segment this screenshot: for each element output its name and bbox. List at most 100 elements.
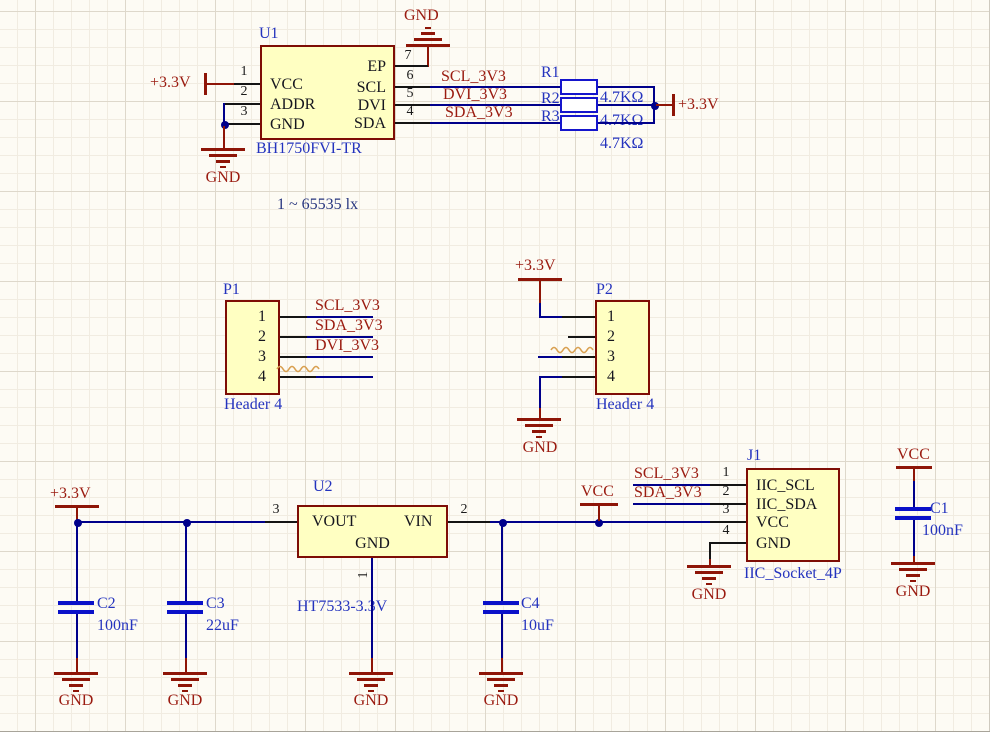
- c4-plate[interactable]: [483, 610, 519, 614]
- pin-stub[interactable]: [395, 122, 430, 124]
- power-port-vcc-bar[interactable]: [896, 466, 932, 469]
- p1-body[interactable]: [225, 300, 280, 395]
- wire[interactable]: [427, 47, 429, 67]
- pin-stub[interactable]: [280, 356, 307, 358]
- pin-stub[interactable]: [568, 336, 595, 338]
- pin-stub[interactable]: [448, 521, 490, 523]
- net-label-scl[interactable]: SCL_3V3: [634, 465, 699, 482]
- wire[interactable]: [633, 503, 710, 505]
- c1-plate[interactable]: [895, 507, 931, 511]
- wire[interactable]: [371, 658, 373, 672]
- wire[interactable]: [307, 356, 373, 358]
- c2-value[interactable]: 100nF: [97, 617, 138, 634]
- gnd-net-label[interactable]: GND: [353, 692, 389, 709]
- gnd-net-label[interactable]: GND: [205, 169, 241, 186]
- c1-designator[interactable]: C1: [930, 500, 949, 517]
- c4-value[interactable]: 10uF: [521, 617, 554, 634]
- wire[interactable]: [316, 376, 373, 378]
- r2-value[interactable]: 4.7KΩ: [600, 112, 644, 129]
- pin-stub[interactable]: [710, 484, 746, 486]
- net-label-scl[interactable]: SCL_3V3: [315, 297, 380, 314]
- wire[interactable]: [185, 614, 187, 658]
- c3-designator[interactable]: C3: [206, 595, 225, 612]
- pin-stub[interactable]: [709, 542, 711, 559]
- gnd-net-label[interactable]: GND: [895, 583, 931, 600]
- wire[interactable]: [539, 303, 541, 318]
- power-port-vcc-label[interactable]: VCC: [897, 446, 930, 463]
- c4-plate[interactable]: [483, 601, 519, 605]
- pin-stub[interactable]: [224, 103, 260, 105]
- wire[interactable]: [501, 614, 503, 658]
- u1-body[interactable]: [260, 45, 395, 140]
- pin-stub[interactable]: [280, 376, 316, 378]
- c2-plate[interactable]: [58, 601, 94, 605]
- r1-body[interactable]: [560, 79, 598, 95]
- gnd-net-label[interactable]: GND: [483, 692, 519, 709]
- r3-designator[interactable]: R3: [541, 108, 560, 125]
- gnd-symbol[interactable]: [163, 672, 207, 692]
- power-port-3v3-label[interactable]: +3.3V: [515, 257, 556, 274]
- wire[interactable]: [633, 484, 710, 486]
- wire[interactable]: [307, 316, 373, 318]
- gnd-net-label[interactable]: GND: [58, 692, 94, 709]
- pin-stub[interactable]: [280, 336, 307, 338]
- wire[interactable]: [501, 522, 503, 601]
- gnd-symbol[interactable]: [406, 27, 450, 47]
- p1-designator[interactable]: P1: [223, 281, 240, 298]
- pin-stub[interactable]: [710, 521, 746, 523]
- p2-body[interactable]: [595, 300, 650, 395]
- gnd-symbol[interactable]: [687, 565, 731, 585]
- pin-stub[interactable]: [710, 503, 746, 505]
- gnd-symbol[interactable]: [54, 672, 98, 692]
- c2-plate[interactable]: [58, 610, 94, 614]
- pin-stub[interactable]: [562, 316, 595, 318]
- net-label-sda[interactable]: SDA_3V3: [634, 484, 702, 501]
- c3-plate[interactable]: [167, 601, 203, 605]
- r1-designator[interactable]: R1: [541, 64, 560, 81]
- p2-value[interactable]: Header 4: [596, 396, 655, 413]
- wire[interactable]: [913, 556, 915, 562]
- wire[interactable]: [207, 83, 235, 85]
- power-port-3v3-bar[interactable]: [518, 278, 562, 281]
- pin-stub[interactable]: [234, 83, 260, 85]
- gnd-symbol[interactable]: [891, 562, 935, 582]
- net-label-dvi[interactable]: DVI_3V3: [443, 86, 507, 103]
- wire[interactable]: [539, 376, 562, 378]
- wire[interactable]: [430, 86, 560, 88]
- net-label-sda[interactable]: SDA_3V3: [445, 104, 513, 121]
- net-label-sda[interactable]: SDA_3V3: [315, 317, 383, 334]
- wire[interactable]: [223, 126, 225, 148]
- gnd-net-label[interactable]: GND: [691, 586, 727, 603]
- gnd-symbol[interactable]: [517, 418, 561, 438]
- gnd-symbol[interactable]: [479, 672, 523, 692]
- c3-value[interactable]: 22uF: [206, 617, 239, 634]
- wire[interactable]: [539, 376, 541, 408]
- power-port-3v3-label[interactable]: +3.3V: [50, 485, 91, 502]
- wire[interactable]: [76, 614, 78, 658]
- power-port-3v3-bar[interactable]: [55, 505, 99, 508]
- c2-designator[interactable]: C2: [97, 595, 116, 612]
- power-port-3v3-bar[interactable]: [204, 73, 207, 95]
- wire[interactable]: [501, 658, 503, 672]
- pin-stub[interactable]: [395, 86, 430, 88]
- power-port-vcc-bar[interactable]: [580, 503, 618, 506]
- u1-value[interactable]: BH1750FVI-TR: [256, 140, 362, 157]
- gnd-net-label[interactable]: GND: [522, 439, 558, 456]
- wire[interactable]: [371, 558, 373, 658]
- u2-designator[interactable]: U2: [313, 478, 333, 495]
- wire[interactable]: [76, 521, 78, 601]
- net-label-scl[interactable]: SCL_3V3: [441, 68, 506, 85]
- wire[interactable]: [76, 658, 78, 672]
- wire[interactable]: [913, 469, 915, 481]
- wire[interactable]: [430, 104, 560, 106]
- pin-stub[interactable]: [710, 542, 746, 544]
- r2-designator[interactable]: R2: [541, 90, 560, 107]
- wire[interactable]: [430, 122, 560, 124]
- c4-designator[interactable]: C4: [521, 595, 540, 612]
- p1-value[interactable]: Header 4: [224, 396, 283, 413]
- wire[interactable]: [598, 104, 655, 106]
- wire[interactable]: [913, 520, 915, 556]
- gnd-net-label[interactable]: GND: [167, 692, 203, 709]
- r3-value[interactable]: 4.7KΩ: [600, 135, 644, 152]
- gnd-net-label[interactable]: GND: [404, 7, 439, 24]
